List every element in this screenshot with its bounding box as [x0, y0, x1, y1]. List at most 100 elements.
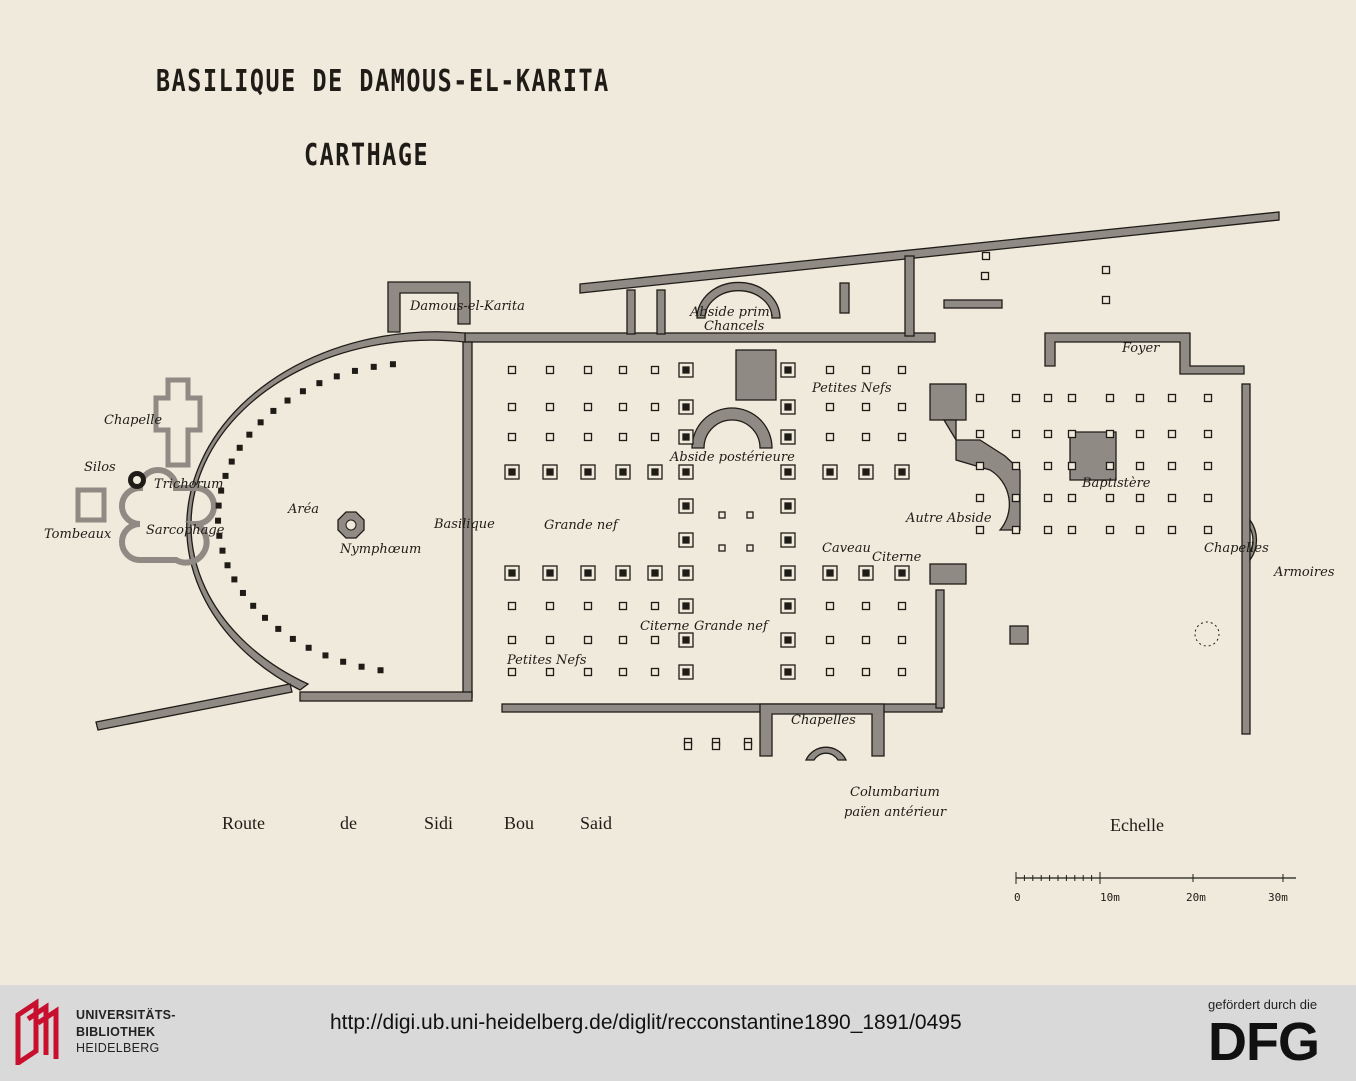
scale-tick-0: 0: [1014, 891, 1021, 904]
basilica-floor-plan: [75, 211, 1296, 884]
permalink-url[interactable]: http://digi.ub.uni-heidelberg.de/diglit/…: [330, 1011, 962, 1034]
road-word: de: [340, 813, 357, 833]
pier: [861, 365, 871, 375]
university-logo-icon: [15, 998, 59, 1065]
pier: [1101, 295, 1111, 305]
area-column: [246, 431, 253, 438]
label-paien: païen antérieur: [844, 805, 947, 820]
pier: [618, 635, 628, 645]
pier: [1105, 393, 1115, 403]
pier: [825, 365, 835, 375]
pier: [1105, 525, 1115, 535]
pier-core: [862, 468, 870, 476]
pier-core: [826, 569, 834, 577]
pier: [861, 667, 871, 677]
columbarium-arch: [804, 746, 848, 761]
area-column: [257, 419, 264, 426]
damous-room: [387, 281, 471, 333]
pier: [618, 601, 628, 611]
pier: [861, 402, 871, 412]
area-column: [224, 562, 231, 569]
pier: [1167, 525, 1177, 535]
pier: [897, 667, 907, 677]
pier: [825, 402, 835, 412]
map-title: BASILIQUE DE DAMOUS-EL-KARITA: [156, 64, 610, 99]
pier-core: [682, 502, 690, 510]
north-room-wall: [839, 282, 850, 314]
pier-core: [784, 569, 792, 577]
tower-block: [929, 383, 967, 421]
pier: [650, 432, 660, 442]
pier: [981, 251, 991, 261]
pier-core: [784, 502, 792, 510]
pier: [1105, 461, 1115, 471]
pier: [618, 432, 628, 442]
pier: [861, 635, 871, 645]
east-wing-wall: [943, 299, 1003, 309]
label-grande-nef-2: Grande nef: [694, 619, 768, 634]
well-dotted-circle: [1194, 621, 1220, 647]
area-column: [270, 407, 277, 414]
area-column: [299, 388, 306, 395]
pier: [1067, 393, 1077, 403]
area-south-wall: [299, 691, 473, 702]
area-column: [377, 667, 384, 674]
pier: [1203, 525, 1213, 535]
area-column: [358, 663, 365, 670]
label-sarcophage: Sarcophage: [146, 523, 225, 538]
pier: [683, 741, 693, 751]
pier: [718, 544, 726, 552]
map-plate: BASILIQUE DE DAMOUS-EL-KARITA CARTHAGE: [44, 64, 1335, 904]
chapelle-outline: [153, 377, 203, 468]
pier: [897, 635, 907, 645]
label-armoires: Armoires: [1274, 565, 1335, 580]
area-column: [275, 625, 282, 632]
pier: [1135, 429, 1145, 439]
label-chancels: Chancels: [704, 319, 765, 334]
label-chapelle: Chapelle: [104, 413, 163, 428]
basilica-east-wall: [935, 589, 945, 709]
pier: [583, 365, 593, 375]
pier: [1105, 493, 1115, 503]
area-column: [228, 458, 235, 465]
road-word: Route: [222, 813, 265, 833]
pier: [1043, 493, 1053, 503]
label-foyer: Foyer: [1122, 341, 1160, 356]
pier: [825, 432, 835, 442]
pier: [897, 402, 907, 412]
pier-core: [682, 668, 690, 676]
area-column: [262, 614, 269, 621]
pier-core: [619, 569, 627, 577]
pier-core: [682, 366, 690, 374]
pier: [507, 432, 517, 442]
pier: [1067, 461, 1077, 471]
south-west-fence: [95, 683, 293, 731]
silo-marker-inner: [133, 476, 141, 484]
pier-core: [784, 366, 792, 374]
pier: [1167, 429, 1177, 439]
label-citerne-right: Citerne: [872, 550, 922, 565]
pier: [650, 635, 660, 645]
pier-core: [784, 433, 792, 441]
area-column: [316, 380, 323, 387]
pier-core: [682, 536, 690, 544]
abside-primitive: [696, 281, 781, 319]
pier: [507, 402, 517, 412]
pier: [1043, 525, 1053, 535]
label-grande-nef: Grande nef: [544, 518, 618, 533]
pier: [650, 402, 660, 412]
label-damous: Damous-el-Karita: [410, 299, 525, 314]
area-column: [239, 589, 246, 596]
trichorum-outline: [119, 467, 217, 566]
area-column: [216, 532, 223, 539]
pier: [861, 432, 871, 442]
pier: [1135, 493, 1145, 503]
pier-core: [682, 636, 690, 644]
pier: [507, 635, 517, 645]
label-autre-abside: Autre Abside: [906, 511, 992, 526]
pier: [583, 667, 593, 677]
pier: [1105, 429, 1115, 439]
label-petites-nefs-top: Petites Nefs: [812, 381, 892, 396]
road-word: Sidi: [424, 813, 454, 833]
chancel-block: [735, 349, 777, 401]
